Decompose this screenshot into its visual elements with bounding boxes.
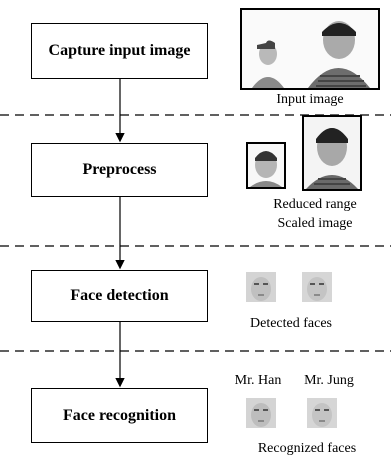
step-capture-input-image: Capture input image [31, 23, 208, 79]
caption-recognized-faces: Recognized faces [257, 441, 357, 456]
step-label: Face detection [70, 287, 169, 304]
step-preprocess: Preprocess [31, 143, 208, 197]
input-image-figures [242, 10, 378, 88]
detected-face-2 [302, 272, 332, 302]
reduced-range-photo [246, 142, 286, 189]
input-image-photo [240, 8, 380, 90]
caption-reduced-range: Reduced range [273, 197, 357, 212]
detected-face-2-image [302, 272, 332, 302]
caption-scaled-image: Scaled image [277, 216, 353, 231]
scaled-image-photo [302, 115, 362, 191]
caption-input-image: Input image [276, 92, 344, 107]
step-label: Capture input image [48, 42, 191, 59]
step-face-recognition: Face recognition [31, 388, 208, 443]
caption-detected-faces: Detected faces [250, 316, 332, 331]
recognized-face-1-image [246, 398, 276, 428]
recognized-face-mr-jung [307, 398, 337, 428]
step-face-detection: Face detection [31, 270, 208, 322]
step-label: Face recognition [62, 406, 176, 424]
scaled-image-figure [304, 117, 360, 189]
detected-face-1 [246, 272, 276, 302]
step-label: Preprocess [82, 161, 157, 178]
detected-face-1-image [246, 272, 276, 302]
name-label-mr-han: Mr. Han [234, 373, 282, 388]
recognized-face-2-image [307, 398, 337, 428]
name-label-mr-jung: Mr. Jung [304, 373, 354, 388]
reduced-range-figure [248, 144, 284, 187]
recognized-face-mr-han [246, 398, 276, 428]
